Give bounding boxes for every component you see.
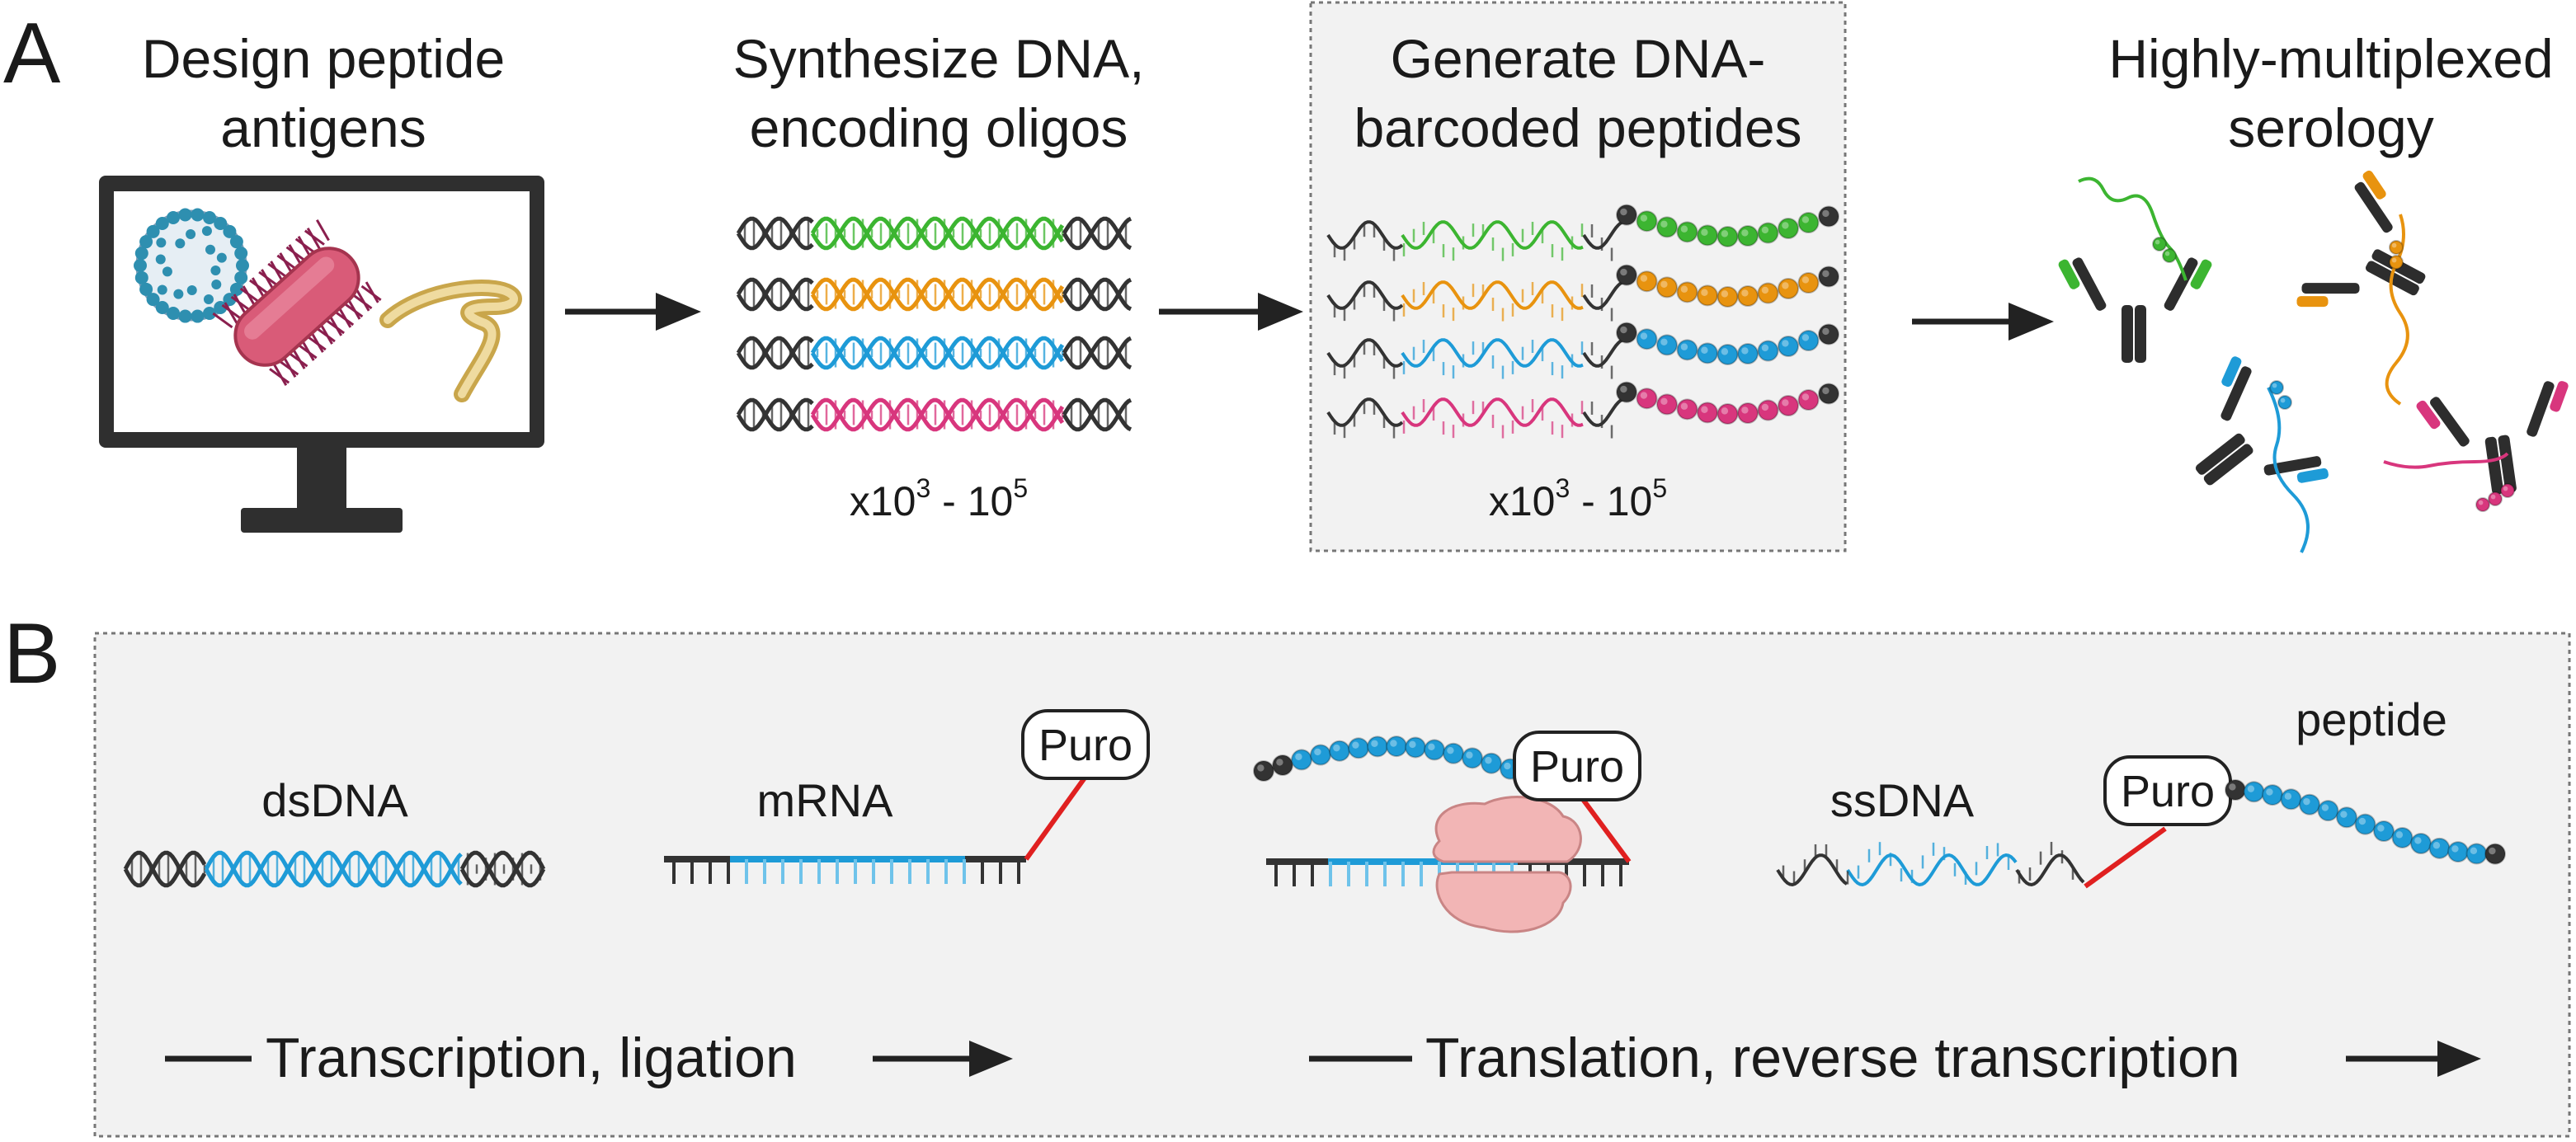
barcoded-peptide-library xyxy=(1326,204,1839,439)
puro-tag: Puro xyxy=(2103,755,2232,826)
barcoded-peptides-box xyxy=(1309,1,1847,552)
step-design-title-line2: antigens xyxy=(220,97,426,158)
puromycin-linker xyxy=(1575,790,1632,863)
puro-tag: Puro xyxy=(1021,709,1150,780)
process-right-label: Translation, reverse transcription xyxy=(1425,1027,2240,1089)
puromycin-linker xyxy=(2084,826,2167,889)
step-serology-title-line2: serology xyxy=(2228,97,2433,158)
arrow-right-icon xyxy=(873,1041,1013,1077)
oligo-library xyxy=(736,216,1133,432)
svg-text:Puro: Puro xyxy=(1530,742,1624,792)
displayed-peptide xyxy=(2225,779,2506,865)
peptide-label: peptide xyxy=(2296,693,2447,745)
antibody-binding-icons xyxy=(2058,170,2569,553)
ribosome-icon xyxy=(1432,796,1582,933)
step-synthesize-title-line2: encoding oligos xyxy=(750,97,1128,158)
oligo-count: x103 - 105 xyxy=(850,473,1028,524)
step-synthesize-title-line1: Synthesize DNA, xyxy=(733,28,1145,89)
mrna-label: mRNA xyxy=(757,774,894,826)
svg-text:Puro: Puro xyxy=(2121,767,2215,816)
arrow-right-icon xyxy=(565,293,701,331)
dsdna-label: dsDNA xyxy=(261,774,408,826)
peptide-count: x103 - 105 xyxy=(1489,473,1667,524)
bacterium-icon xyxy=(212,219,382,387)
step-design-title-line1: Design peptide xyxy=(142,28,505,89)
panel-b-letter: B xyxy=(3,606,60,702)
puro-tag: Puro xyxy=(1513,731,1641,801)
mrna-strand xyxy=(664,856,1026,884)
step-generate-title-line1: Generate DNA- xyxy=(1391,28,1766,89)
step-generate-title-line2: barcoded peptides xyxy=(1354,97,1801,158)
puromycin-linker xyxy=(1024,775,1088,861)
svg-text:Puro: Puro xyxy=(1038,721,1133,770)
step-serology-title-line1: Highly-multiplexed xyxy=(2108,28,2553,89)
dsdna-helix xyxy=(123,850,546,888)
process-left-label: Transcription, ligation xyxy=(266,1027,797,1089)
panel-a-letter: A xyxy=(3,6,61,101)
ssdna-strand xyxy=(1776,842,2085,887)
arrow-right-icon xyxy=(2346,1041,2481,1077)
ssdna-label: ssDNA xyxy=(1830,774,1975,826)
virus-icon xyxy=(134,208,249,323)
worm-icon xyxy=(379,280,522,402)
arrow-right-icon xyxy=(1912,303,2054,341)
arrow-right-icon xyxy=(1159,293,1303,331)
